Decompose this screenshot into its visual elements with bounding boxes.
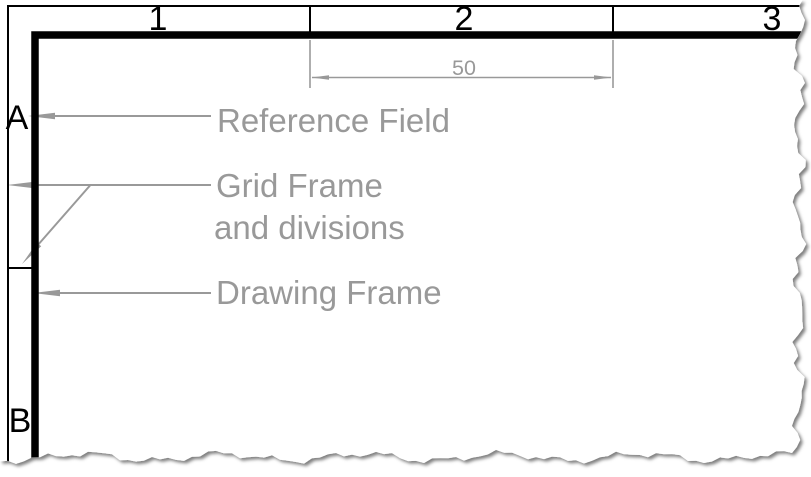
column-ref-2: 2: [455, 0, 474, 38]
reference-field-label: Reference Field: [217, 102, 450, 139]
annotation-layer: 50 Reference Field Grid Frame and divisi…: [7, 40, 614, 311]
dimension-arrowhead-left-icon: [311, 75, 329, 80]
grid-frame-arrowhead-icon: [7, 181, 34, 189]
drawing-frame-label: Drawing Frame: [216, 274, 442, 311]
dimension-arrowhead-right-icon: [594, 75, 612, 80]
column-ref-3: 3: [763, 0, 782, 38]
column-ref-1: 1: [149, 0, 168, 38]
row-ref-a: A: [6, 99, 29, 137]
dimension-value-label: 50: [452, 56, 476, 80]
frame-layer: 1 2 3 A B: [6, 0, 806, 464]
grid-frame-label-line2: and divisions: [214, 209, 405, 246]
drawing-frame-line: [31, 31, 806, 464]
drawing-frame-arrowhead-icon: [33, 289, 60, 297]
grid-frame-line: [7, 5, 803, 464]
row-ref-b: B: [9, 402, 32, 440]
grid-frame-label-line1: Grid Frame: [216, 167, 383, 204]
reference-field-arrowhead-icon: [28, 112, 55, 120]
grid-division-leader-line: [36, 184, 91, 247]
